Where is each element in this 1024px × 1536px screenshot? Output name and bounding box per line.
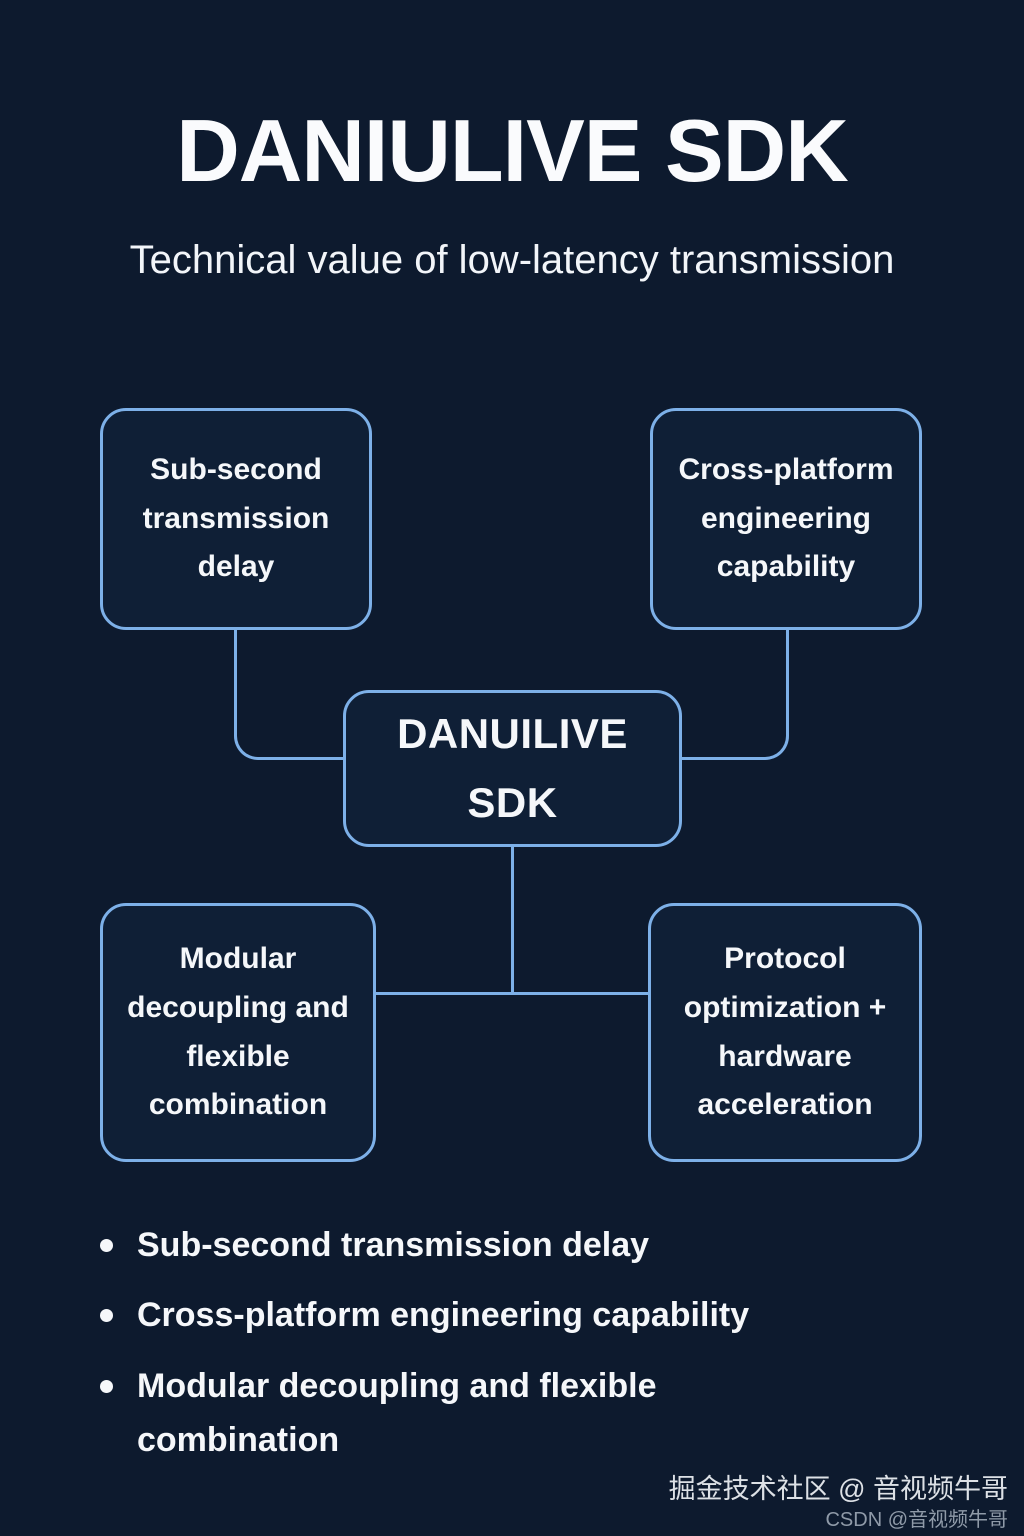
connector-top-right-to-center xyxy=(681,630,789,760)
page-subtitle: Technical value of low-latency transmiss… xyxy=(129,238,895,282)
bullet-icon xyxy=(100,1239,113,1252)
node-protocol-optimization: Protocol optimization + hardware acceler… xyxy=(648,903,922,1162)
bullet-label: Modular decoupling and flexible combinat… xyxy=(137,1366,657,1460)
connector-top-left-to-center xyxy=(234,630,344,760)
bullet-label: Cross-platform engineering capability xyxy=(137,1296,750,1335)
node-label: DANUILIVE SDK xyxy=(397,710,628,826)
list-item: Cross-platform engineering capability xyxy=(96,1288,896,1342)
node-label: Cross-platform engineering capability xyxy=(678,453,894,584)
bullet-label: Sub-second transmission delay xyxy=(137,1226,650,1264)
connector-center-vertical xyxy=(511,845,514,995)
node-sub-second-delay: Sub-second transmission delay xyxy=(100,408,372,630)
watermark-csdn: CSDN @音视频牛哥 xyxy=(825,1509,1008,1532)
watermark-community: 掘金技术社区 @ 音视频牛哥 xyxy=(668,1474,1008,1504)
watermark: 掘金技术社区 @ 音视频牛哥 CSDN @音视频牛哥 xyxy=(669,1473,1008,1532)
page-title: DANIULIVE SDK xyxy=(176,101,849,200)
list-item: Modular decoupling and flexible combinat… xyxy=(96,1359,896,1468)
connector-bottom-horizontal xyxy=(376,992,648,995)
node-modular-decoupling: Modular decoupling and flexible combinat… xyxy=(100,903,376,1162)
node-label: Protocol optimization + hardware acceler… xyxy=(683,942,887,1122)
node-label: Sub-second transmission delay xyxy=(142,453,330,584)
node-cross-platform: Cross-platform engineering capability xyxy=(650,408,922,630)
feature-bullet-list: Sub-second transmission delay Cross-plat… xyxy=(96,1218,896,1484)
node-label: Modular decoupling and flexible combinat… xyxy=(127,942,349,1122)
node-sdk-center: DANUILIVE SDK xyxy=(343,690,682,847)
bullet-icon xyxy=(100,1379,113,1393)
list-item: Sub-second transmission delay xyxy=(96,1218,896,1272)
bullet-icon xyxy=(100,1309,113,1323)
